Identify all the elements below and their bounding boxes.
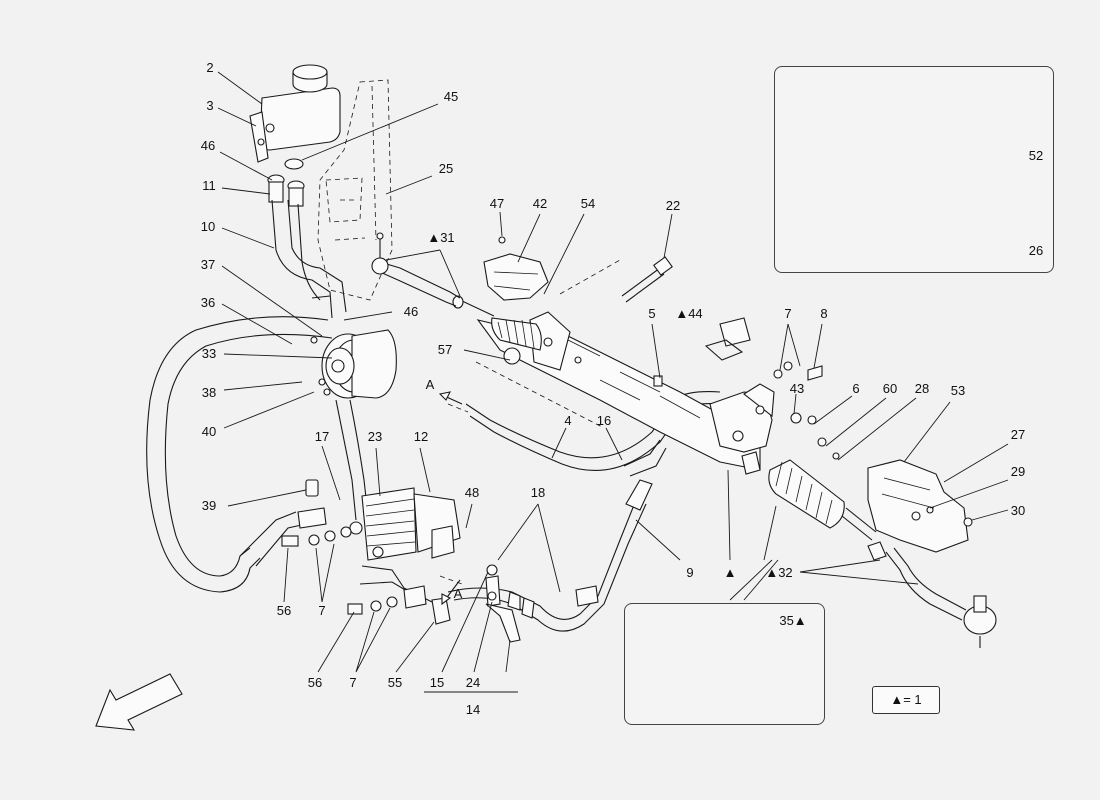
callout-15[interactable]: 15	[429, 675, 445, 690]
left-rack-boot[interactable]	[452, 295, 542, 351]
callout-5[interactable]: 5	[648, 306, 656, 321]
callout-14[interactable]: 14	[465, 702, 481, 717]
alignment-lines	[439, 259, 621, 585]
orientation-arrow-icon	[95, 673, 183, 731]
steering-rack[interactable]	[476, 311, 761, 471]
bracket-14[interactable]	[485, 564, 521, 643]
callout-28[interactable]: 28	[914, 381, 930, 396]
pressure-hose-10[interactable]	[271, 199, 347, 319]
callout-30[interactable]: 30	[1010, 503, 1026, 518]
callout-48[interactable]: 48	[464, 485, 480, 500]
marker-triangle[interactable]: ▲	[723, 565, 737, 580]
boot-kit-inset	[624, 603, 825, 725]
callout-44[interactable]: ▲44	[675, 306, 703, 321]
tie-rod-32[interactable]	[867, 541, 997, 648]
vehicle-location-inset	[774, 66, 1054, 273]
callout-36[interactable]: 36	[200, 295, 216, 310]
callout-8[interactable]: 8	[820, 306, 828, 321]
fluid-reservoir[interactable]	[249, 64, 341, 163]
callout-6[interactable]: 6	[852, 381, 860, 396]
marker-a-upper[interactable]: A	[425, 377, 435, 392]
reservoir-hose-connectors[interactable]	[267, 158, 305, 207]
callout-35[interactable]: 35▲	[779, 613, 807, 628]
leader-lines	[217, 71, 1033, 693]
callout-26[interactable]: 26	[1028, 243, 1044, 258]
pump-supply-hose[interactable]	[335, 399, 369, 521]
heat-shield-27[interactable]	[867, 459, 973, 553]
callout-7-middle[interactable]: 7	[318, 603, 326, 618]
callout-2[interactable]: 2	[206, 60, 214, 75]
callout-37[interactable]: 37	[200, 257, 216, 272]
right-rack-boot[interactable]	[768, 459, 877, 541]
callout-45[interactable]: 45	[443, 89, 459, 104]
callout-23[interactable]: 23	[367, 429, 383, 444]
callout-52[interactable]: 52	[1028, 148, 1044, 163]
hose-9[interactable]	[447, 479, 653, 632]
callout-60[interactable]: 60	[882, 381, 898, 396]
callout-9[interactable]: 9	[686, 565, 694, 580]
return-hose-loop[interactable]	[146, 316, 333, 593]
callout-42[interactable]: 42	[532, 196, 548, 211]
callout-22[interactable]: 22	[665, 198, 681, 213]
tie-rod-31[interactable]	[371, 232, 461, 307]
callout-43[interactable]: 43	[789, 381, 805, 396]
callout-47[interactable]: 47	[489, 196, 505, 211]
lower-hoses[interactable]	[347, 565, 451, 625]
arrow-marker-a1	[438, 391, 463, 405]
callout-4[interactable]: 4	[564, 413, 572, 428]
power-steering-pump[interactable]	[310, 329, 397, 399]
callout-40[interactable]: 40	[201, 424, 217, 439]
bracket-42[interactable]	[483, 236, 549, 301]
legend-quantity-note: ▲= 1	[872, 686, 940, 714]
callout-57[interactable]: 57	[437, 342, 453, 357]
callout-11[interactable]: 11	[202, 178, 216, 193]
oil-cooler[interactable]	[349, 487, 461, 561]
rack-valve-body[interactable]	[709, 383, 775, 475]
bolt-22[interactable]	[621, 256, 673, 303]
callout-12[interactable]: 12	[413, 429, 429, 444]
callout-27[interactable]: 27	[1010, 427, 1026, 442]
callout-56-upper[interactable]: 56	[276, 603, 292, 618]
callout-24[interactable]: 24	[465, 675, 481, 690]
callout-18[interactable]: 18	[530, 485, 546, 500]
callout-31[interactable]: ▲31	[427, 230, 455, 245]
callout-10[interactable]: 10	[200, 219, 216, 234]
hose-16-20[interactable]	[623, 439, 667, 477]
callout-29[interactable]: 29	[1010, 464, 1026, 479]
callout-32[interactable]: ▲32	[765, 565, 793, 580]
marker-a-lower[interactable]: A	[453, 586, 463, 601]
callout-39[interactable]: 39	[201, 498, 217, 513]
callout-33[interactable]: 33	[201, 346, 217, 361]
callout-16[interactable]: 16	[596, 413, 612, 428]
chassis-bracket-ghost	[317, 79, 393, 301]
callout-25[interactable]: 25	[438, 161, 454, 176]
callout-38[interactable]: 38	[201, 385, 217, 400]
callout-3[interactable]: 3	[206, 98, 214, 113]
callout-54[interactable]: 54	[580, 196, 596, 211]
callout-53[interactable]: 53	[950, 383, 966, 398]
callout-7-upper[interactable]: 7	[784, 306, 792, 321]
callout-17[interactable]: 17	[314, 429, 330, 444]
arrow-marker-a2	[441, 579, 461, 606]
callout-55[interactable]: 55	[387, 675, 403, 690]
callout-7-lower[interactable]: 7	[349, 675, 357, 690]
sensor-44[interactable]	[704, 317, 751, 361]
cooler-fittings[interactable]	[281, 479, 352, 547]
callout-46-lower[interactable]: 46	[403, 304, 419, 319]
callout-56-lower[interactable]: 56	[307, 675, 323, 690]
callout-46-upper[interactable]: 46	[200, 138, 216, 153]
